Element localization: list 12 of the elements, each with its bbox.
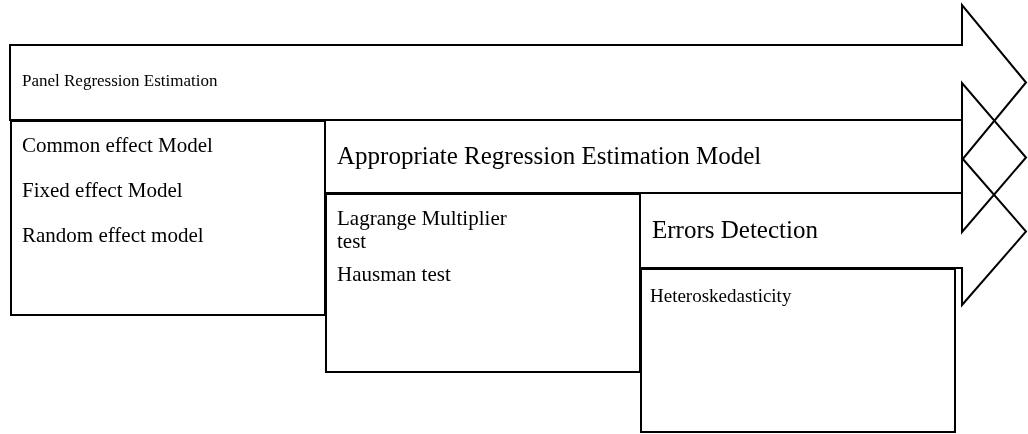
heading-text: Appropriate Regression Estimation Model xyxy=(337,141,762,169)
heading-text: Errors Detection xyxy=(652,215,818,243)
list-item-text: Common effect Model xyxy=(22,134,214,158)
list-item-text: Heteroskedasticity xyxy=(650,286,793,307)
heading-text: Panel Regression Estimation xyxy=(22,72,218,91)
text-box xyxy=(325,193,641,373)
list-item-text: Fixed effect Model xyxy=(22,179,184,203)
list-item-text: Random effect model xyxy=(22,224,205,248)
text-box xyxy=(640,268,956,433)
text-box xyxy=(10,120,326,316)
list-item-text: Hausman test xyxy=(337,263,452,287)
list-item-text: Lagrange Multiplier test xyxy=(337,207,508,254)
